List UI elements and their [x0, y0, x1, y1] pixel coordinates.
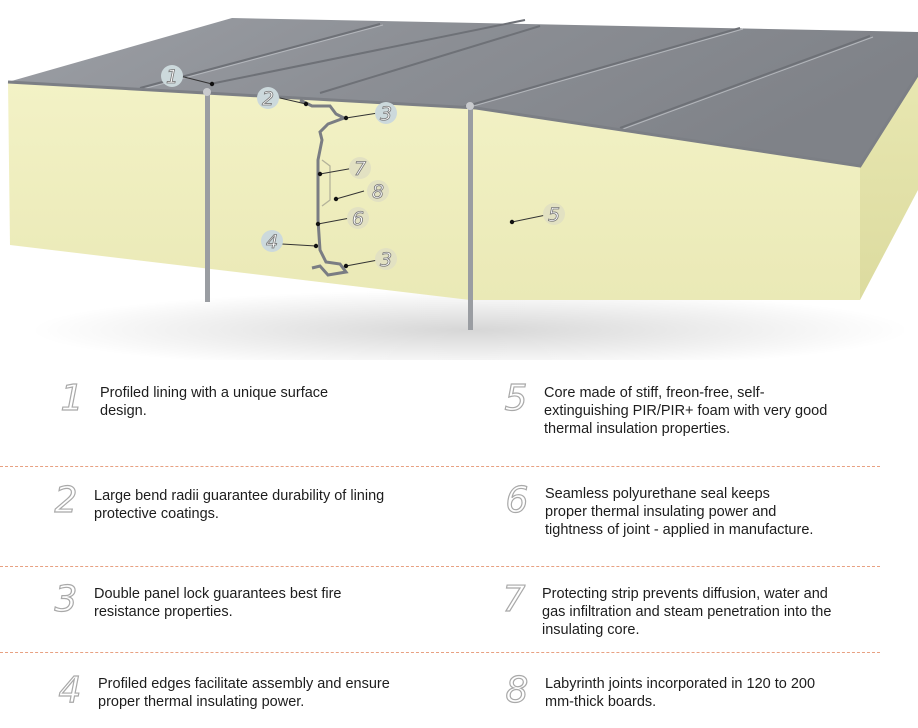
panel-joint-profile [299, 98, 349, 277]
svg-text:8: 8 [372, 181, 384, 203]
callout-1: 1 [161, 65, 183, 88]
svg-text:4: 4 [266, 231, 278, 253]
legend-number: 4 [58, 670, 82, 711]
legend-item-5: 5 Core made of stiff, freon-free, self-e… [496, 378, 896, 438]
callout-3-top: 3 [375, 102, 397, 125]
legend-number: 5 [504, 378, 528, 419]
svg-text:1: 1 [166, 66, 178, 88]
callout-6: 6 [347, 207, 369, 230]
callout-3-bottom: 3 [375, 248, 397, 271]
divider [0, 466, 880, 467]
svg-text:2: 2 [262, 88, 274, 110]
legend-number: 1 [60, 378, 84, 419]
legend-item-1: 1 Profiled lining with a unique surface … [52, 378, 452, 420]
legend-number: 8 [505, 670, 529, 711]
legend-text: Labyrinth joints incorporated in 120 to … [545, 676, 816, 710]
legend-text: Core made of stiff, freon-free, self-ext… [544, 385, 828, 437]
divider [0, 652, 880, 653]
fastener-left [203, 88, 211, 302]
right-side-face [860, 74, 918, 300]
callout-8: 8 [367, 180, 389, 203]
callout-4: 4 [261, 230, 283, 253]
svg-text:7: 7 [354, 158, 366, 180]
legend-text: Seamless polyurethane seal keeps proper … [545, 486, 814, 538]
legend-number: 7 [502, 579, 526, 620]
svg-text:6: 6 [352, 208, 364, 230]
front-core-face [8, 82, 860, 300]
legend-item-8: 8 Labyrinth joints incorporated in 120 t… [497, 670, 897, 711]
legend-item-7: 7 Protecting strip prevents diffusion, w… [494, 579, 894, 639]
fastener-right [466, 102, 474, 330]
legend-item-2: 2 Large bend radii guarantee durability … [46, 480, 446, 523]
svg-text:3: 3 [380, 249, 392, 271]
svg-text:5: 5 [548, 204, 560, 226]
svg-text:3: 3 [380, 103, 392, 125]
callout-7: 7 [349, 157, 371, 180]
callout-5: 5 [543, 203, 565, 226]
legend-number: 2 [54, 480, 78, 521]
top-lining [8, 18, 918, 166]
sandwich-panel-diagram: 1 2 3 7 8 6 4 3 [7, 18, 918, 360]
legend-text: Protecting strip prevents diffusion, wat… [542, 586, 832, 638]
callout-2: 2 [257, 87, 279, 110]
legend-number: 6 [505, 480, 529, 521]
legend-text: Large bend radii guarantee durability of… [94, 488, 385, 522]
legend-text: Profiled edges facilitate assembly and e… [98, 676, 390, 710]
divider [0, 566, 880, 567]
legend-text: Profiled lining with a unique surface de… [100, 385, 329, 419]
legend-item-6: 6 Seamless polyurethane seal keeps prope… [497, 480, 897, 539]
legend-item-3: 3 Double panel lock guarantees best fire… [46, 579, 446, 621]
legend-text: Double panel lock guarantees best fire r… [94, 586, 342, 620]
legend-number: 3 [54, 579, 78, 620]
legend-item-4: 4 Profiled edges facilitate assembly and… [50, 670, 450, 711]
